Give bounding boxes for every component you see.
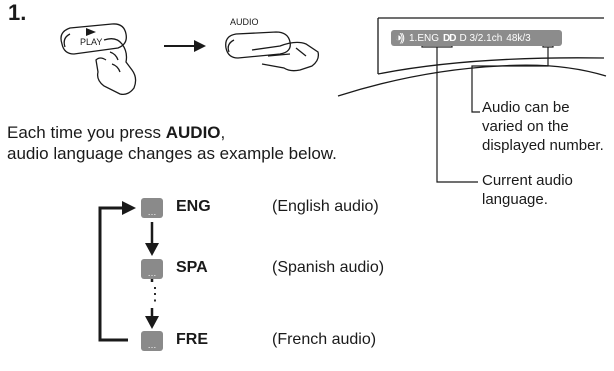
instruction-text: Each time you press AUDIO, audio languag… [7,122,337,164]
dolby-digital-icon: DD [443,32,456,44]
play-button-label: PLAY [80,37,103,47]
note-line: displayed number. [482,137,604,154]
language-code-eng: ENG [176,198,211,215]
osd-sampling-rate: 48k/3 [506,32,531,44]
audio-language-icon: … [141,259,163,279]
language-code-spa: SPA [176,259,208,276]
instruction-line-2: audio language changes as example below. [7,144,337,163]
note-line: varied on the [482,118,569,135]
hand-icon-play [95,38,137,96]
audio-keyword: AUDIO [165,123,221,142]
instruction-prefix: Each time you press [7,123,166,142]
audio-language-icon: … [141,331,163,351]
screen-outline [337,17,607,97]
audio-button-label: AUDIO [230,17,259,27]
note-line: Audio can be [482,99,570,116]
osd-audio-bar: ◑)) 1.ENG DD D 3/2.1ch 48k/3 [391,30,562,46]
current-language-note: Current audio language. [482,171,573,209]
right-arrow-icon [164,40,206,52]
instruction-suffix: , [220,123,226,142]
play-button-illustration [60,23,127,55]
step-number: 1. [8,0,27,25]
note-line: language. [482,191,548,208]
osd-audio-format: D 3/2.1ch [459,32,503,44]
play-triangle-icon [86,28,96,36]
disc-icon: ◑)) [395,32,405,44]
audio-button-illustration [225,31,291,59]
sequence-flow [98,201,159,342]
ellipsis-icon: ⋮ [146,284,164,304]
osd-track-number: 1.ENG [408,32,439,44]
leader-lines [436,47,549,183]
hand-icon-audio [251,41,320,72]
instruction-line-1: Each time you press AUDIO, [7,122,337,143]
language-description-fre: (French audio) [272,331,377,348]
note-line: Current audio [482,172,573,189]
language-description-eng: (English audio) [272,198,379,215]
audio-language-icon: … [141,198,163,218]
language-code-fre: FRE [176,331,208,348]
language-description-spa: (Spanish audio) [272,259,385,276]
audio-number-note: Audio can be varied on the displayed num… [482,98,604,155]
